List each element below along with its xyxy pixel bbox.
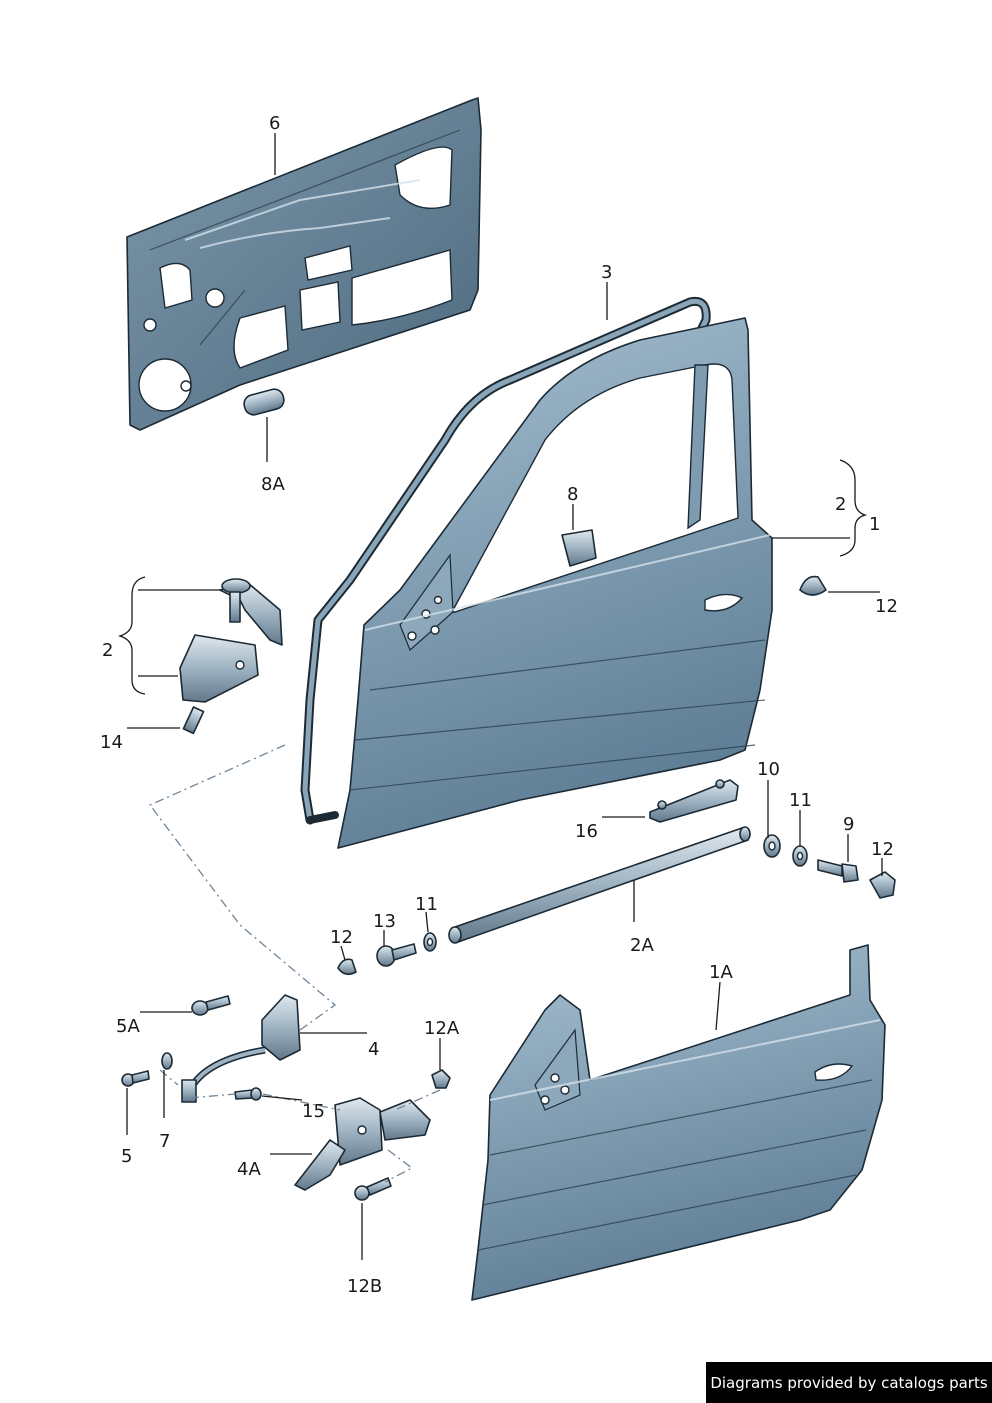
outer-door-skin xyxy=(471,944,886,1301)
label-4a: 4A xyxy=(237,1159,261,1180)
label-2a: 2A xyxy=(630,935,654,956)
bracket-16 xyxy=(649,779,739,823)
bolt-14 xyxy=(182,706,205,735)
label-8a: 8A xyxy=(261,474,285,495)
label-11-left: 11 xyxy=(415,894,438,915)
label-5: 5 xyxy=(121,1146,132,1167)
hinge-4a xyxy=(294,1097,431,1191)
plug-8a xyxy=(243,388,285,416)
inner-door-panel xyxy=(126,97,482,431)
footer-text: Diagrams provided by catalogs parts xyxy=(710,1373,988,1392)
label-4: 4 xyxy=(368,1039,379,1060)
label-12-upper: 12 xyxy=(875,596,898,617)
washer-10 xyxy=(763,834,781,858)
main-door-shell xyxy=(337,317,773,849)
label-2-top: 2 xyxy=(835,494,846,515)
label-11-right: 11 xyxy=(789,790,812,811)
bolt-5 xyxy=(121,1070,150,1087)
label-7: 7 xyxy=(159,1131,170,1152)
washer-11-left xyxy=(423,932,437,952)
hinge-4 xyxy=(181,994,301,1103)
washer-11-right xyxy=(792,845,808,867)
bolt-12b xyxy=(354,1177,392,1201)
hinge-set-lower xyxy=(179,634,259,703)
footer-attribution: Diagrams provided by catalogs parts xyxy=(706,1362,992,1403)
leader-lines xyxy=(117,133,883,1260)
label-5a: 5A xyxy=(116,1016,140,1037)
washer-7 xyxy=(161,1052,173,1070)
label-1: 1 xyxy=(869,514,880,535)
bolt-13 xyxy=(376,943,417,967)
hinge-set-upper xyxy=(219,578,283,646)
label-12-left: 12 xyxy=(330,927,353,948)
bolt-9 xyxy=(817,859,859,883)
label-3: 3 xyxy=(601,262,612,283)
bolt-15 xyxy=(234,1087,262,1101)
label-10: 10 xyxy=(757,759,780,780)
label-12a: 12A xyxy=(424,1018,460,1039)
label-12b: 12B xyxy=(347,1276,382,1297)
nut-12a xyxy=(431,1069,451,1089)
label-8: 8 xyxy=(567,484,578,505)
impact-bar-2a xyxy=(448,826,751,944)
label-1a: 1A xyxy=(709,962,733,983)
pad-8 xyxy=(561,529,597,567)
label-9: 9 xyxy=(843,814,854,835)
door-seal xyxy=(300,296,711,825)
assembly-lines xyxy=(148,744,441,1183)
label-12-right: 12 xyxy=(871,839,894,860)
label-16: 16 xyxy=(575,821,598,842)
bolt-5a xyxy=(191,995,231,1016)
label-13: 13 xyxy=(373,911,396,932)
label-15: 15 xyxy=(302,1101,325,1122)
cap-12-left xyxy=(337,958,357,976)
label-2-left: 2 xyxy=(102,640,113,661)
cap-12-upper xyxy=(799,575,827,596)
part-labels: 6 3 8A 8 2 1 12 2 14 10 11 9 16 12 2A 12… xyxy=(100,113,898,1297)
label-6: 6 xyxy=(269,113,280,134)
label-14: 14 xyxy=(100,732,123,753)
